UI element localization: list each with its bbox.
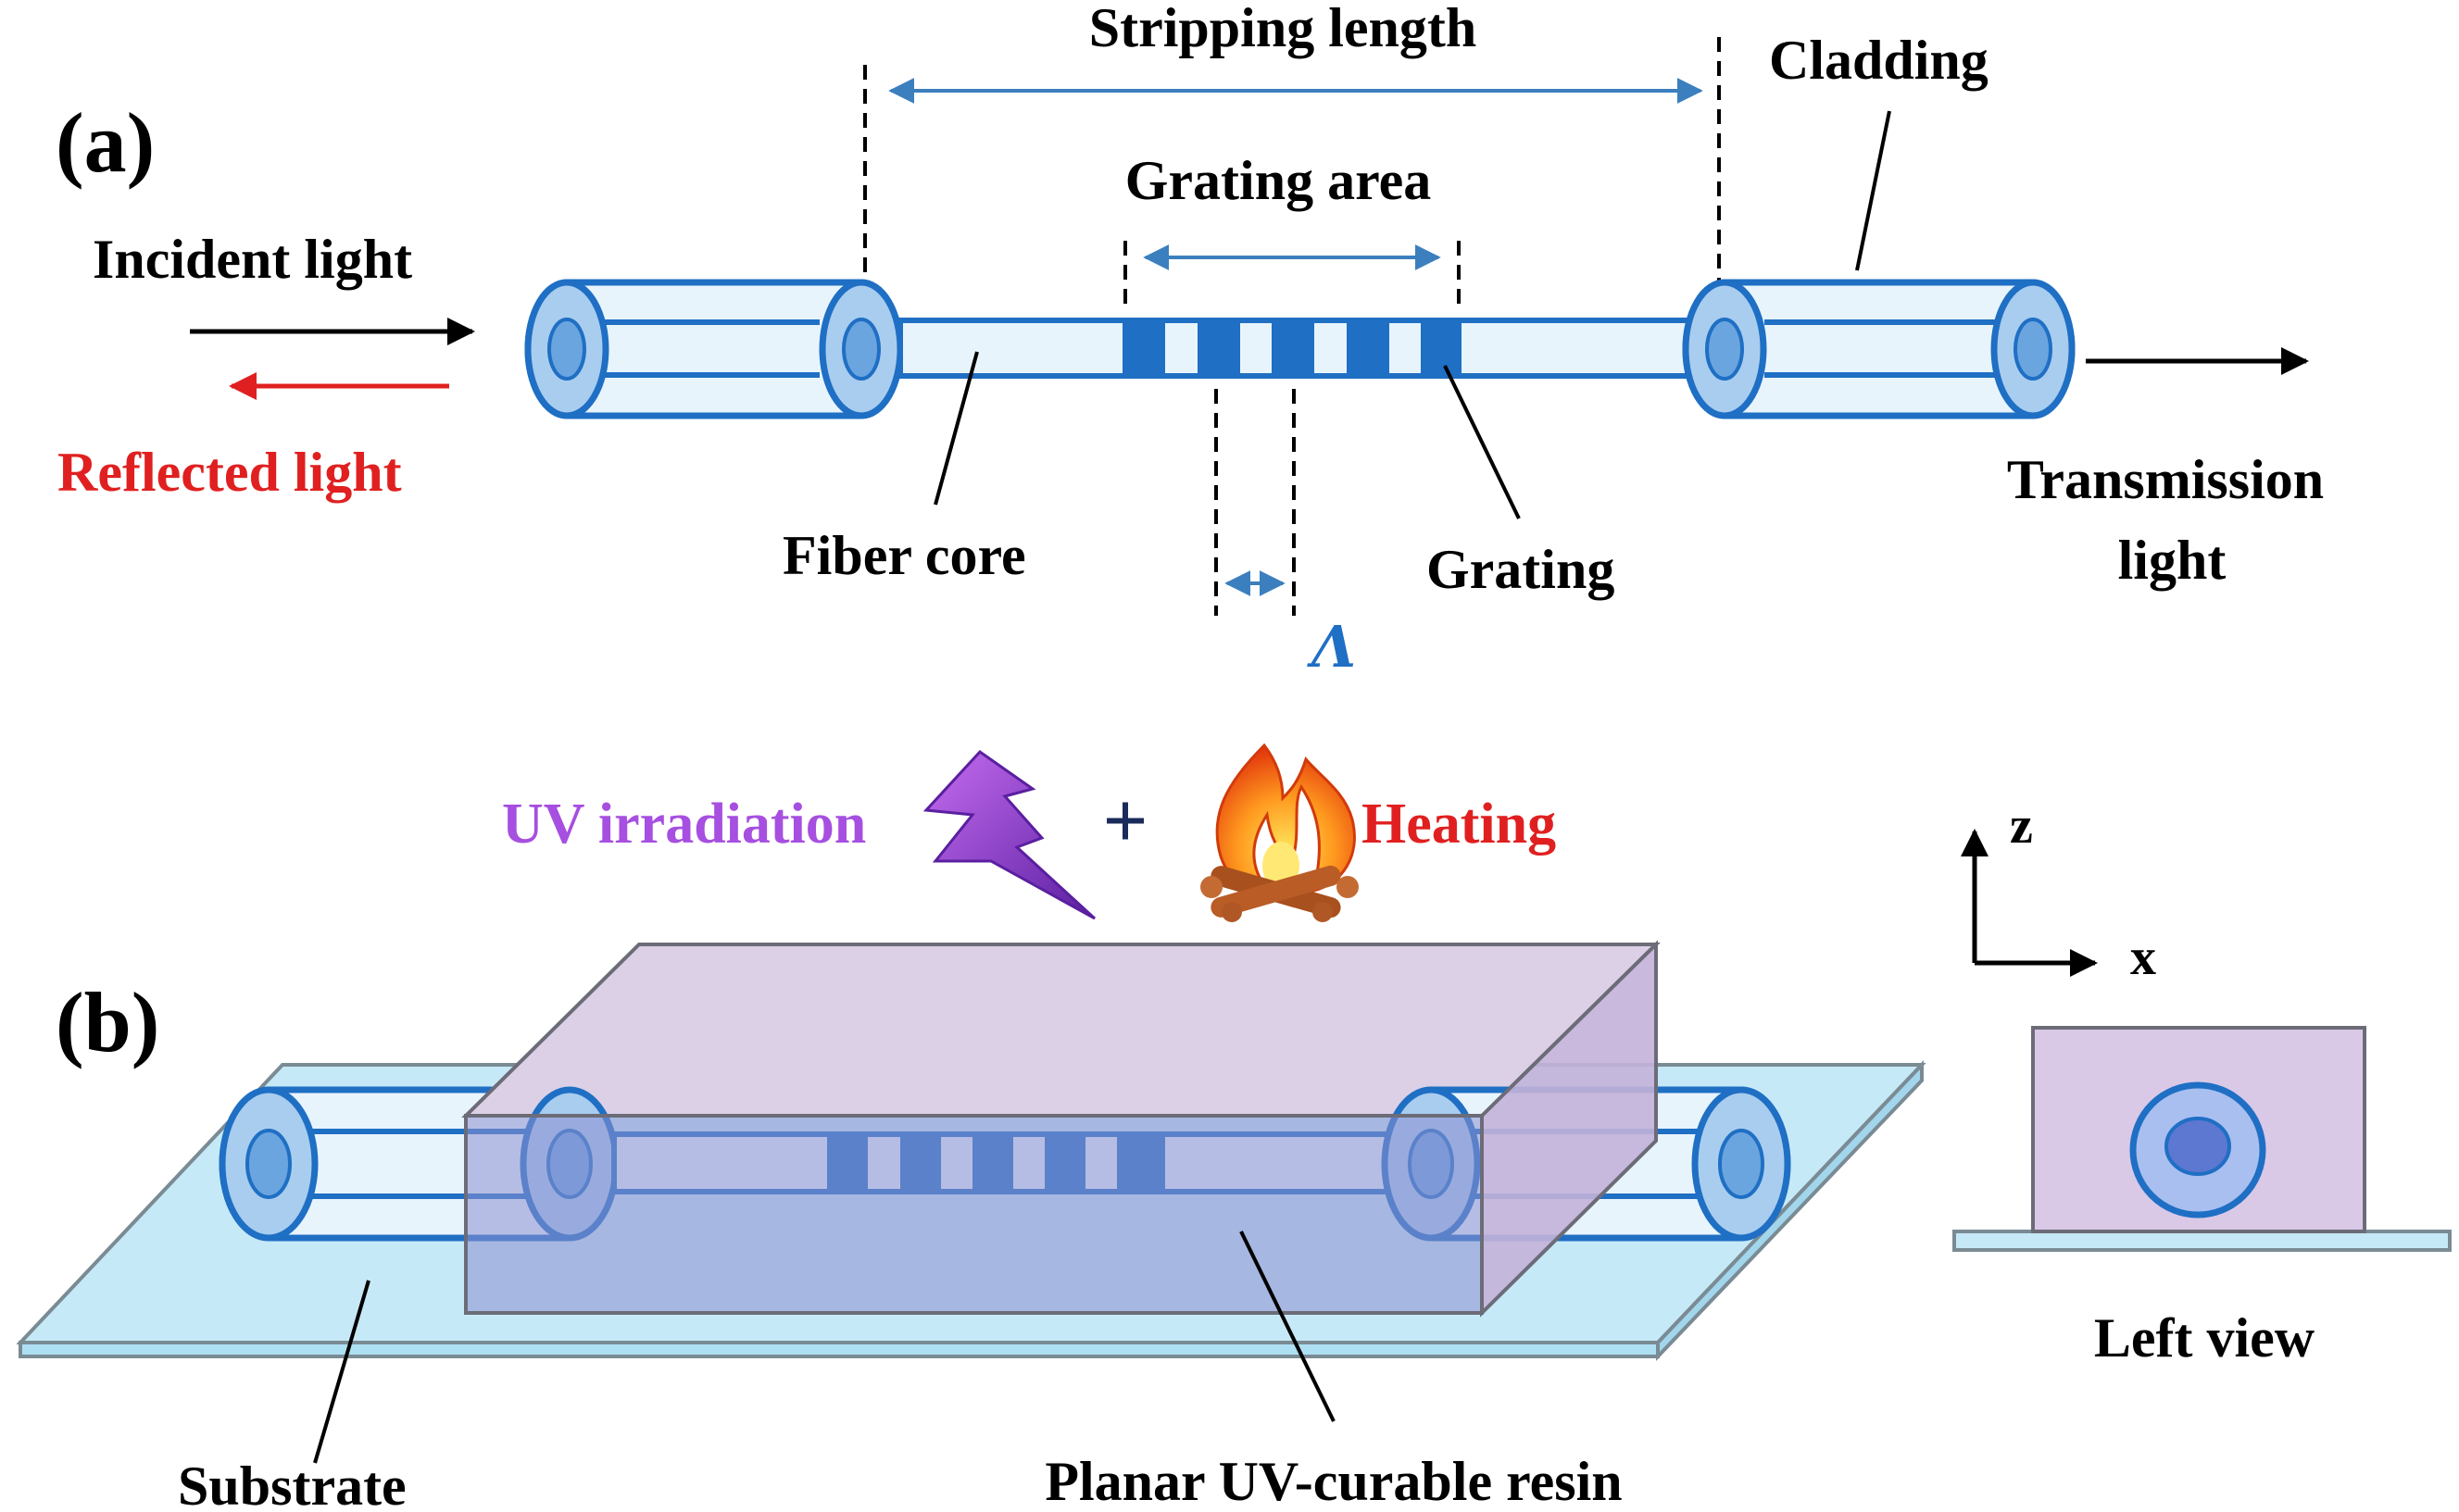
grating-leader — [1443, 365, 1521, 519]
panel-b-tag: (b) — [56, 975, 159, 1069]
grating-blocks — [1123, 320, 1462, 376]
right-cladding-cylinder — [1682, 279, 2076, 419]
grating-block — [1347, 320, 1389, 376]
grating-block — [1421, 320, 1462, 376]
incident-light-label: Incident light — [93, 229, 412, 290]
axis-x-label: x — [2130, 929, 2156, 986]
left-view-core — [2164, 1117, 2231, 1176]
transmission-label-line2: light — [2118, 530, 2227, 591]
axes-indicator: z x — [1961, 797, 2156, 986]
grating-block — [1123, 320, 1165, 376]
grating-block — [1198, 320, 1240, 376]
cladding-leader — [1855, 110, 1891, 271]
left-view-label: Left view — [2094, 1307, 2315, 1368]
panel-b: (b) UV irradiation + Heating z x — [16, 743, 2452, 1512]
axis-z-label: z — [2010, 797, 2033, 855]
period-symbol: Λ — [1307, 613, 1356, 681]
campfire-icon — [1200, 743, 1359, 922]
resin-leader — [1239, 1231, 1336, 1422]
heating-label: Heating — [1361, 793, 1556, 856]
fiber-core-leader — [934, 351, 979, 506]
transmission-label-line1: Transmission — [2007, 449, 2324, 510]
resin-label: Planar UV-curable resin — [1045, 1451, 1622, 1512]
left-cladding-cylinder — [524, 279, 904, 419]
substrate-leader — [313, 1280, 370, 1464]
lightning-bolt-icon — [922, 750, 1097, 920]
resin-front-face — [464, 1114, 1484, 1315]
left-view — [1952, 1026, 2452, 1252]
fiber-core-label: Fiber core — [783, 525, 1026, 586]
grating-area-label: Grating area — [1125, 150, 1432, 211]
right-end-core-dot — [2014, 318, 2052, 381]
substrate-label: Substrate — [178, 1456, 407, 1512]
uv-irradiation-label: UV irradiation — [502, 793, 866, 856]
reflected-light-label: Reflected light — [57, 442, 402, 503]
plus-sign: + — [1102, 776, 1148, 865]
grating-block — [1272, 320, 1314, 376]
grating-label: Grating — [1426, 539, 1614, 600]
cladding-label: Cladding — [1769, 30, 1989, 91]
left-end-core-dot — [547, 318, 586, 381]
stripping-length-label: Stripping length — [1089, 0, 1476, 58]
panel-a-tag: (a) — [56, 95, 155, 190]
panel-a: (a) Stripping length Cladding Grating ar… — [56, 0, 2324, 681]
